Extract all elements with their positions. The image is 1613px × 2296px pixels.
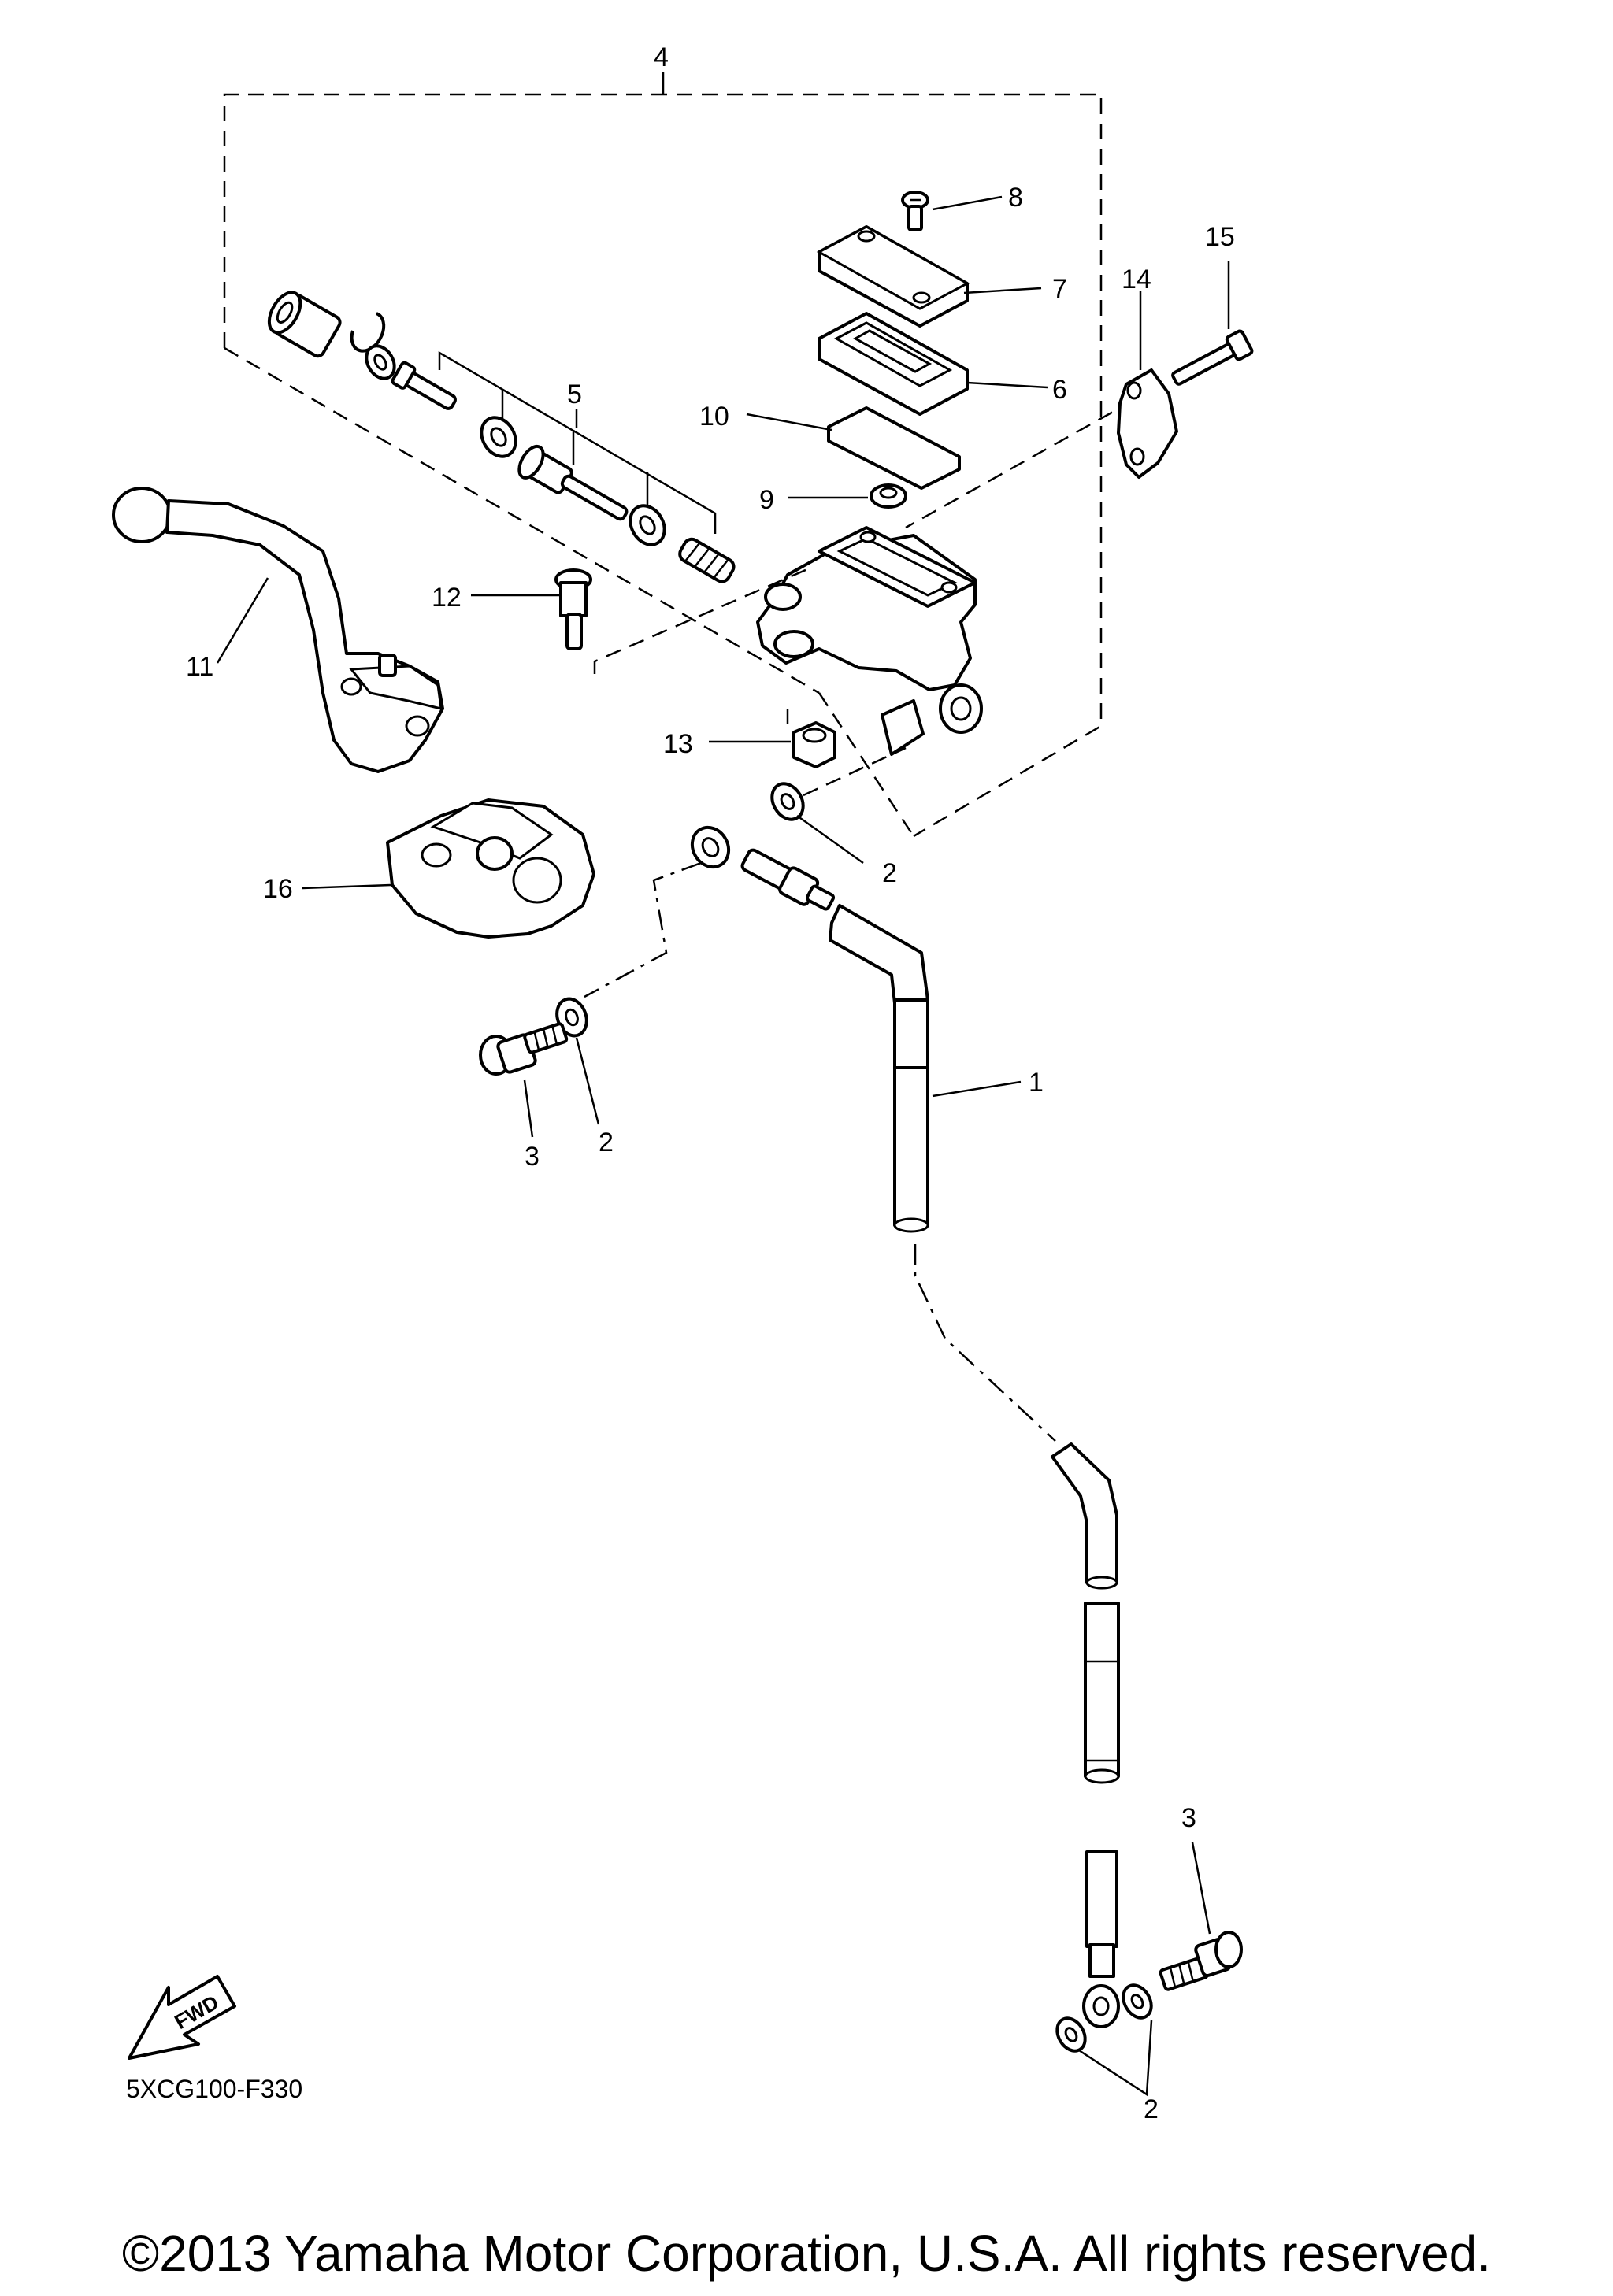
lower-washers xyxy=(1055,1983,1153,2097)
callout-3-lower: 3 xyxy=(1181,1803,1196,1833)
brake-lever xyxy=(112,487,444,773)
drawing-code: 5XCG100-F330 xyxy=(126,2075,302,2103)
callout-9: 9 xyxy=(759,485,774,515)
callout-3-upper: 3 xyxy=(525,1142,540,1172)
reservoir-cap xyxy=(816,225,1042,328)
upper-washer xyxy=(770,782,864,865)
reservoir-screw xyxy=(901,191,1003,231)
callout-14: 14 xyxy=(1122,265,1151,294)
washer-mid xyxy=(555,997,600,1125)
callout-10: 10 xyxy=(699,402,729,431)
cap-plate xyxy=(818,312,1048,416)
callout-15: 15 xyxy=(1205,222,1235,252)
callout-6: 6 xyxy=(1052,375,1067,405)
clamp-holder xyxy=(1117,291,1178,479)
banjo-bolt-lower xyxy=(1159,1842,1243,1991)
callout-7: 7 xyxy=(1052,274,1067,304)
brake-hose xyxy=(829,904,1120,2028)
callout-8: 8 xyxy=(1008,183,1023,213)
callout-5: 5 xyxy=(567,380,582,409)
clamp-bolt xyxy=(1171,261,1254,386)
pivot-nut xyxy=(709,709,836,768)
callout-2-lower: 2 xyxy=(1144,2094,1159,2124)
piston-kit xyxy=(267,291,736,583)
callout-12: 12 xyxy=(432,583,462,613)
fwd-arrow-icon: FWD xyxy=(128,1975,236,2060)
callout-13: 13 xyxy=(663,729,693,759)
callout-1: 1 xyxy=(1029,1068,1044,1098)
banjo-bolt-upper xyxy=(479,1022,569,1138)
copyright-notice: ©2013 Yamaha Motor Corporation, U.S.A. A… xyxy=(121,2225,1492,2282)
assembly-4-boundary xyxy=(223,72,1103,838)
banjo-fitting-upper xyxy=(690,825,836,911)
callout-4: 4 xyxy=(654,43,669,72)
diaphragm xyxy=(746,406,961,490)
callout-2-mid: 2 xyxy=(599,1128,614,1157)
float xyxy=(788,483,907,509)
callout-11: 11 xyxy=(186,652,213,682)
callout-2-upper: 2 xyxy=(882,858,897,888)
callout-16: 16 xyxy=(263,874,293,904)
handlebar-clamp xyxy=(302,798,595,939)
lever-pivot-bolt xyxy=(471,565,814,674)
master-cylinder-body xyxy=(756,526,983,756)
